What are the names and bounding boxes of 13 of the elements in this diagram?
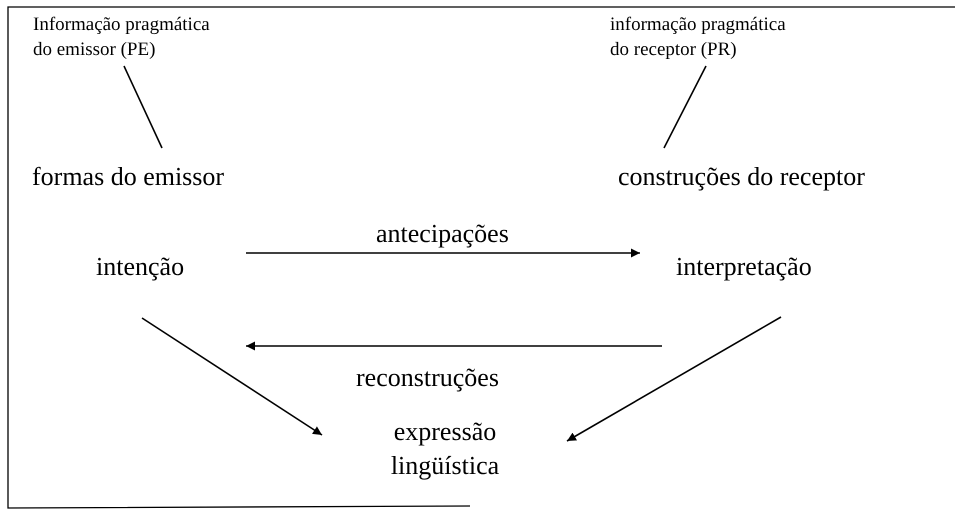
connector-line <box>663 66 707 148</box>
node-text: expressão lingüística <box>390 416 500 482</box>
node-text: formas do emissor <box>32 162 224 192</box>
node-text: Informação pragmática do emissor (PE) <box>33 13 211 62</box>
node-text: intenção <box>96 252 184 282</box>
arrow <box>566 316 782 442</box>
connector-line <box>123 66 163 148</box>
arrow <box>246 342 662 350</box>
arrow <box>142 317 322 436</box>
node-text: informação pragmática do receptor (PR) <box>610 13 787 62</box>
node-text: interpretação <box>676 252 812 282</box>
node-text: construções do receptor <box>618 162 865 192</box>
arrow <box>246 248 640 258</box>
